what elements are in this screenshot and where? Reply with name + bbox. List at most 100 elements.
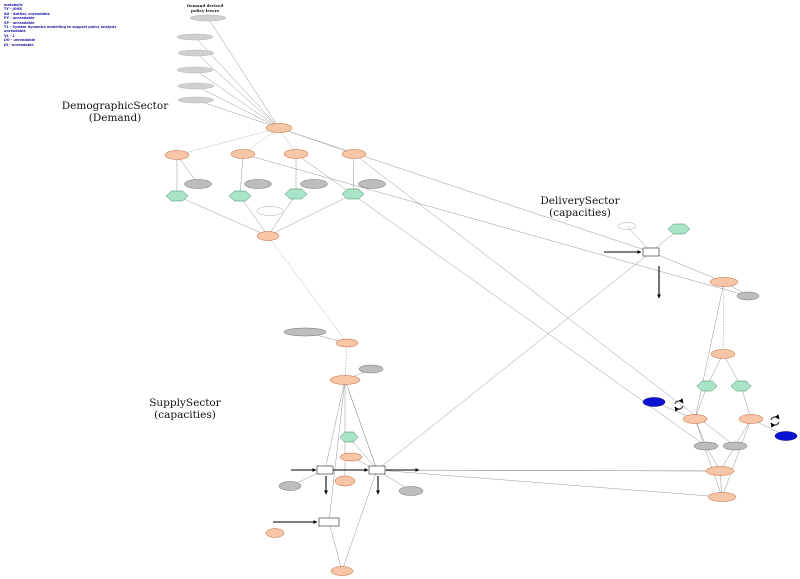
metadata-line: metabolic <box>4 3 23 7</box>
model-variable-node <box>256 231 280 241</box>
cloud-source-node <box>256 206 284 216</box>
sector-label-line: (capacities) <box>154 409 216 421</box>
model-variable-node <box>710 349 736 359</box>
dependency-edges <box>176 17 787 572</box>
feedback-loop-icon <box>674 398 684 405</box>
sector-label-line: SupplySector <box>149 397 221 409</box>
input-parameter-node <box>736 291 760 301</box>
age-group-hexagon-node <box>696 380 718 392</box>
age-group-hexagon-node <box>341 188 365 200</box>
dependency-edge <box>353 153 736 447</box>
metadata-line: VL - 1 <box>4 33 15 38</box>
feedback-loop-icon <box>770 421 780 428</box>
dependency-edge <box>242 153 749 297</box>
dependency-edge <box>239 195 269 237</box>
metadata-line: JO - unreadable <box>4 42 34 47</box>
sector-label-line: DemographicSector <box>61 100 169 112</box>
stock-box-node <box>318 517 340 527</box>
policy-lever-node <box>177 82 215 90</box>
scenario-driver-node <box>774 431 798 441</box>
dependency-edge <box>352 153 355 195</box>
dependency-edge <box>239 153 244 197</box>
dependency-edge <box>328 379 346 523</box>
model-variable-node <box>682 414 708 424</box>
dependency-edge <box>324 379 346 471</box>
metadata-line: AU - Author, unreadable <box>4 11 50 16</box>
dependency-edge <box>194 69 280 129</box>
dependency-edge <box>176 195 269 237</box>
model-variable-node <box>330 566 354 576</box>
dependency-edge <box>242 127 280 155</box>
policy-lever-node <box>176 66 214 74</box>
model-variable-node <box>230 149 256 159</box>
input-parameter-node <box>398 486 424 496</box>
model-variable-node <box>335 338 359 348</box>
dependency-edge <box>694 418 723 498</box>
metadata-line: SP - unreadable <box>4 20 35 25</box>
sector-label-line: DeliverySector <box>540 195 620 207</box>
dependency-edge <box>195 99 280 129</box>
metadata-line: T1 - System dynamics modelling to suppor… <box>4 25 117 30</box>
metadata-line: PY - unreadable <box>4 16 35 21</box>
delivery-sector-label: DeliverySector (capacities) <box>530 195 630 219</box>
metadata-line: TY - JOUR <box>4 7 23 12</box>
dependency-edge <box>195 52 280 129</box>
dependency-edge <box>721 418 752 498</box>
policy-lever-node <box>176 33 214 41</box>
feedback-loop-icon <box>770 414 780 421</box>
dependency-edge <box>376 251 652 471</box>
dependency-edge <box>344 379 378 471</box>
metadata-block: metabolic TY - JOUR AU - Author, unreada… <box>4 3 116 47</box>
input-parameter-node <box>693 441 719 451</box>
model-variable-node <box>705 466 735 476</box>
feedback-loop-icon <box>674 405 684 412</box>
input-parameter-node <box>358 364 384 374</box>
dependency-edge <box>176 154 199 185</box>
metadata-line: DO - unreadable <box>4 38 36 43</box>
dependency-edge <box>344 342 348 381</box>
metadata-line: unreadable <box>4 29 26 34</box>
model-variable-node <box>334 475 356 487</box>
dependency-edge <box>278 127 652 253</box>
age-group-hexagon-node <box>165 190 189 202</box>
model-variable-node <box>341 149 367 159</box>
dependency-edge <box>706 353 724 387</box>
demographic-sector-label: DemographicSector (Demand) <box>50 100 180 124</box>
policy-lever-node <box>177 96 215 104</box>
sector-label-line: (Demand) <box>88 112 142 124</box>
stock-box-node <box>316 465 334 475</box>
diagram-nodes <box>164 14 798 576</box>
flow-pipes <box>273 250 661 524</box>
dependency-edge <box>267 193 354 237</box>
cloud-source-node <box>617 222 637 230</box>
dependency-edge <box>295 153 707 447</box>
policy-levers-title: Demand derived policy levers <box>175 3 235 13</box>
model-variable-node <box>707 492 737 502</box>
input-parameter-node <box>283 327 327 337</box>
input-parameter-node <box>300 179 328 189</box>
policy-lever-node <box>189 14 227 22</box>
dependency-edge <box>207 17 280 129</box>
dependency-edge <box>722 281 725 355</box>
age-group-hexagon-node <box>228 190 252 202</box>
policy-levers-title-line: Demand derived <box>186 3 224 8</box>
model-variable-node <box>283 149 309 159</box>
dependency-edge <box>722 353 742 387</box>
scenario-driver-node <box>642 397 666 407</box>
stock-box-node <box>368 465 386 475</box>
model-variable-node <box>738 414 764 424</box>
dependency-edge <box>650 251 725 283</box>
age-group-hexagon-node <box>667 223 691 235</box>
model-variable-node <box>265 123 293 133</box>
dependency-edge <box>176 127 280 156</box>
dependency-edge <box>694 281 725 420</box>
input-parameter-node <box>184 179 212 189</box>
dependency-edge <box>626 225 652 253</box>
model-variable-node <box>265 528 285 538</box>
input-parameter-node <box>722 441 748 451</box>
dependency-edge <box>328 521 343 572</box>
dependency-edge <box>278 127 355 155</box>
input-parameter-node <box>278 481 302 491</box>
dependency-edge <box>341 469 378 572</box>
